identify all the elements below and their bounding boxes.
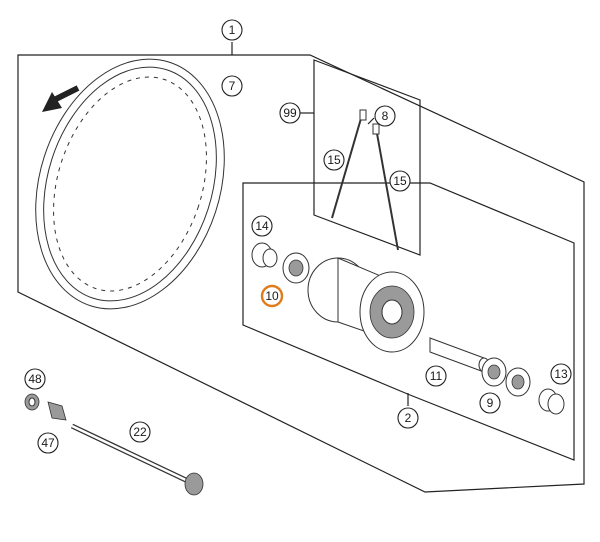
callout-label: 99: [283, 106, 297, 120]
callout-10: 10: [260, 284, 284, 308]
hub-assembly-frame: [242, 182, 575, 461]
callout-circle: [374, 105, 396, 127]
callout-9: 9: [479, 392, 501, 414]
callout-label: 1: [229, 23, 236, 37]
callout-label: 8: [382, 109, 389, 123]
washer-47: [47, 401, 67, 421]
callout-circle: [37, 432, 59, 454]
callout-99: 99: [279, 102, 301, 124]
callout-label: 22: [133, 425, 147, 439]
callout-circle: [221, 19, 243, 41]
rotation-arrow-icon: [42, 85, 80, 112]
callout-13: 13: [550, 363, 572, 385]
rim: [35, 58, 225, 310]
callout-label: 9: [487, 396, 494, 410]
hub-spacer-13: [538, 388, 565, 415]
callout-14: 14: [251, 215, 273, 237]
callout-8: 8: [374, 105, 396, 127]
callout-1: 1: [221, 19, 243, 41]
callout-15: 15: [323, 149, 345, 171]
callout-label: 7: [229, 79, 236, 93]
callout-label: 11: [430, 369, 443, 383]
callout-circle: [389, 170, 411, 192]
nut-48: [24, 393, 40, 411]
callout-2: 2: [397, 407, 419, 429]
callout-label: 14: [255, 219, 269, 233]
leader-lines: [231, 42, 409, 406]
callout-circle: [425, 365, 447, 387]
callout-label: 15: [393, 174, 407, 188]
callout-label: 15: [327, 153, 341, 167]
callout-group: 1 7 99 8 15 15 14 10 11 13 9 2 48 47 22: [24, 19, 572, 454]
callout-48: 48: [24, 368, 46, 390]
bearing-10: [282, 252, 310, 284]
callout-label: 2: [405, 411, 412, 425]
callout-47: 47: [37, 432, 59, 454]
callout-label: 10: [265, 289, 279, 303]
callout-7: 7: [221, 75, 243, 97]
callout-circle: [251, 215, 273, 237]
callout-circle: [24, 368, 46, 390]
callout-circle: [323, 149, 345, 171]
callout-label: 13: [554, 367, 568, 381]
hub-body: [307, 257, 425, 353]
callout-circle: [397, 407, 419, 429]
wheel-spindle-22: [70, 423, 204, 496]
spoke-kit-frame: [313, 59, 421, 256]
callout-circle: [279, 102, 301, 124]
callout-circle: [550, 363, 572, 385]
callout-circle: [221, 75, 243, 97]
callout-circle: [129, 421, 151, 443]
callout-circle: [479, 392, 501, 414]
callout-circle: [260, 284, 284, 308]
callout-11: 11: [425, 365, 447, 387]
wheel-assembly-frame: [17, 54, 585, 493]
callout-label: 47: [41, 436, 55, 450]
callout-label: 48: [28, 372, 42, 386]
spokes: [331, 109, 399, 251]
hub-spacer-14: [251, 242, 278, 268]
callout-22: 22: [129, 421, 151, 443]
bearing-9: [481, 357, 531, 397]
callout-15: 15: [389, 170, 411, 192]
